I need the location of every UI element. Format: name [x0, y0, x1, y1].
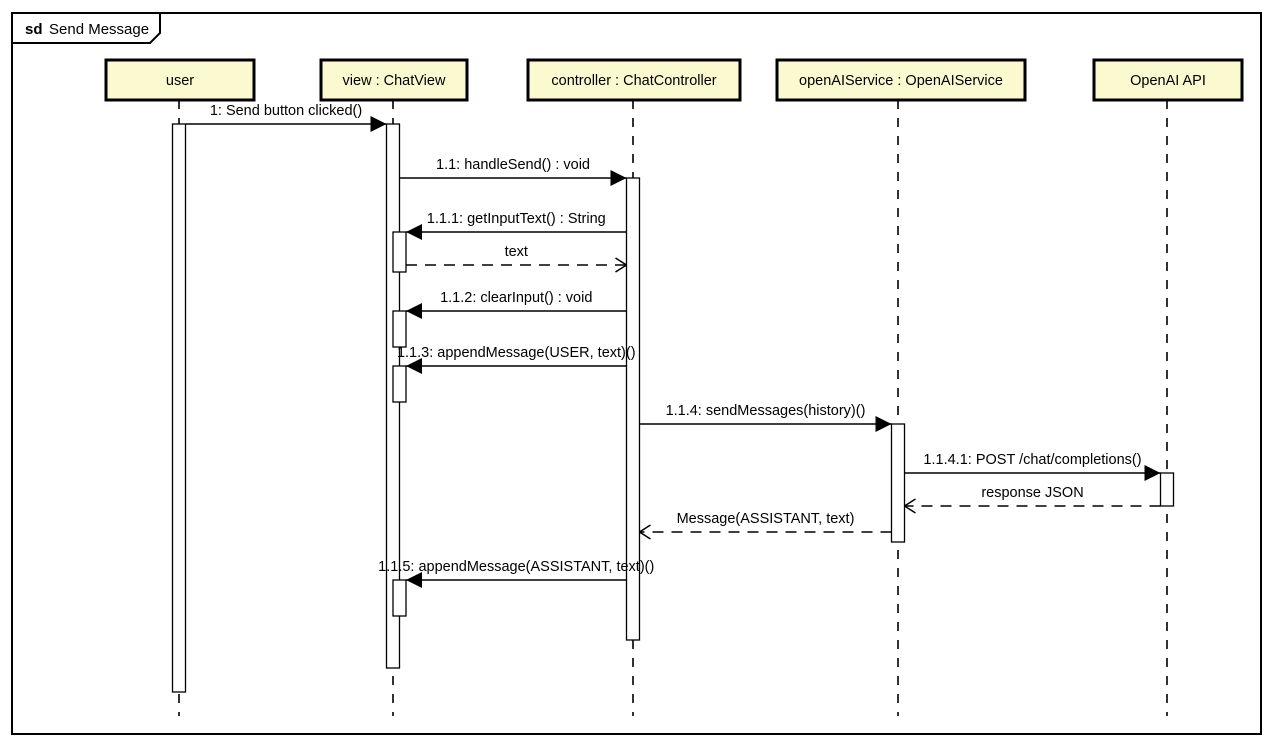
lifeline-head-label-view: view : ChatView	[343, 73, 446, 89]
message-label-m4: text	[505, 244, 528, 260]
lifeline-head-openaiservice[interactable]: openAIService : OpenAIService	[775, 58, 1027, 102]
message-m9: response JSON	[904, 485, 1161, 514]
lifeline-head-label-openaiservice: openAIService : OpenAIService	[799, 73, 1003, 89]
activation-act-view-n1	[392, 231, 407, 273]
arrowhead-solid-m11	[406, 572, 422, 588]
message-label-m9: response JSON	[981, 485, 1083, 501]
arrowhead-solid-m6	[406, 358, 422, 374]
messages-layer: 1: Send button clicked() 1.1: handleSend(…	[185, 103, 1161, 588]
message-label-m2: 1.1: handleSend() : void	[436, 157, 590, 173]
message-m11: 1.1.5: appendMessage(ASSISTANT, text)()	[378, 559, 654, 588]
arrowhead-open-m10	[639, 524, 651, 540]
activation-act-user	[171, 123, 187, 693]
message-m8: 1.1.4.1: POST /chat/completions()	[904, 452, 1161, 481]
lifeline-head-label-controller: controller : ChatController	[551, 73, 716, 89]
lifeline-head-box-view[interactable]	[319, 58, 469, 102]
arrowhead-open-m4	[615, 257, 627, 273]
diagram-frame: sd Send Message	[11, 12, 1262, 735]
frame-title: Send Message	[49, 21, 149, 38]
arrowhead-solid-m8	[1144, 465, 1161, 481]
activation-act-view-n2	[392, 310, 407, 348]
lifeline-head-label-user: user	[166, 73, 194, 89]
arrowhead-solid-m5	[406, 303, 422, 319]
activation-act-controller	[625, 177, 641, 641]
message-label-m1: 1: Send button clicked()	[210, 103, 362, 119]
lifeline-head-controller[interactable]: controller : ChatController	[526, 58, 742, 102]
message-label-m8: 1.1.4.1: POST /chat/completions()	[923, 452, 1141, 468]
message-label-m7: 1.1.4: sendMessages(history)()	[666, 403, 866, 419]
lifeline-head-view[interactable]: view : ChatView	[319, 58, 469, 102]
arrowhead-solid-m3	[406, 224, 422, 240]
lifeline-head-box-controller[interactable]	[526, 58, 742, 102]
lifeline-head-box-user[interactable]	[104, 58, 256, 102]
lifeline-head-openaiapi[interactable]: OpenAI API	[1092, 58, 1244, 102]
frame-border	[11, 12, 1262, 735]
message-label-m10: Message(ASSISTANT, text)	[677, 511, 855, 527]
message-m6: 1.1.3: appendMessage(USER, text)()	[397, 345, 636, 374]
arrowhead-open-m9	[904, 498, 916, 514]
message-m1: 1: Send button clicked()	[185, 103, 387, 132]
activation-act-api	[1159, 472, 1175, 507]
message-label-m11: 1.1.5: appendMessage(ASSISTANT, text)()	[378, 559, 654, 575]
message-label-m5: 1.1.2: clearInput() : void	[440, 290, 592, 306]
arrowhead-solid-m2	[610, 170, 627, 186]
lifeline-head-label-openaiapi: OpenAI API	[1130, 73, 1206, 89]
message-m7: 1.1.4: sendMessages(history)()	[639, 403, 892, 432]
activation-act-service	[890, 423, 906, 543]
lifeline-head-box-openaiapi[interactable]	[1092, 58, 1244, 102]
activation-act-view-n4	[392, 579, 407, 617]
frame-keyword: sd	[25, 21, 43, 38]
arrowhead-solid-m1	[370, 116, 387, 132]
arrowhead-solid-m7	[875, 416, 892, 432]
message-m5: 1.1.2: clearInput() : void	[406, 290, 627, 319]
message-m3: 1.1.1: getInputText() : String	[406, 211, 627, 240]
message-m2: 1.1: handleSend() : void	[399, 157, 627, 186]
lifeline-head-user[interactable]: user	[104, 58, 256, 102]
frame-tab	[11, 12, 161, 44]
lifeline-heads-layer: user view : ChatView controller : ChatCont…	[104, 58, 1244, 102]
lifeline-head-box-openaiservice[interactable]	[775, 58, 1027, 102]
activation-act-view-n3	[392, 365, 407, 403]
message-m4: text	[406, 244, 627, 273]
message-label-m6: 1.1.3: appendMessage(USER, text)()	[397, 345, 636, 361]
message-label-m3: 1.1.1: getInputText() : String	[427, 211, 606, 227]
activations-layer	[171, 123, 1175, 693]
message-m10: Message(ASSISTANT, text)	[639, 511, 892, 540]
